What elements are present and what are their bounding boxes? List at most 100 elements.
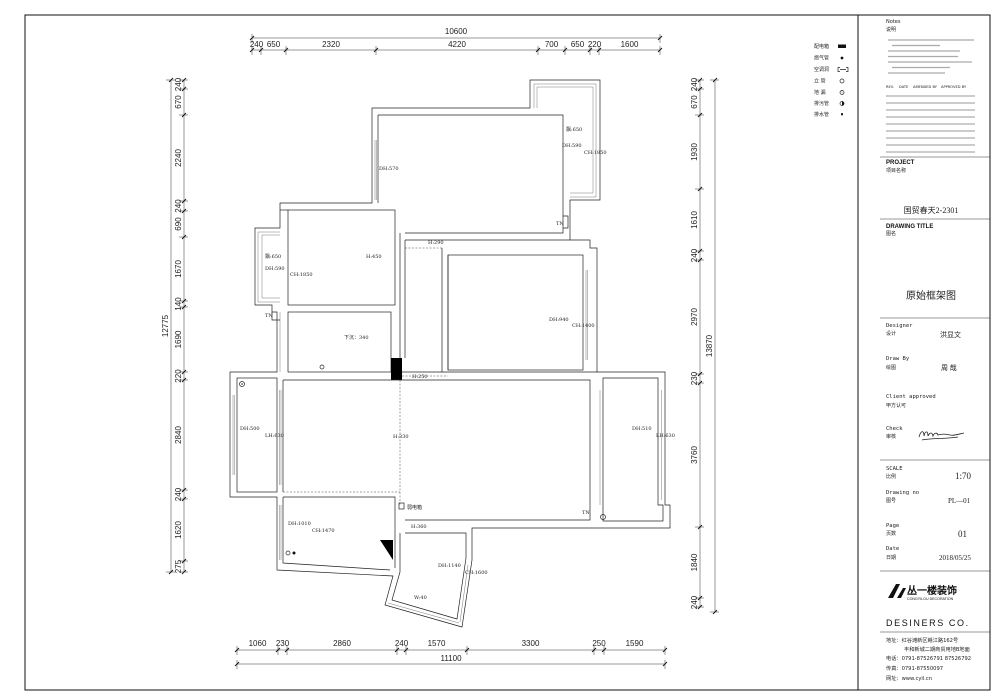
corridor-walls — [399, 233, 570, 372]
gas-pipe-icon — [840, 56, 844, 60]
dim-top-label: 650 — [267, 40, 281, 49]
draw-by-name: 周 哉 — [941, 363, 957, 372]
ceiling-height-label: CH:1400 — [572, 323, 595, 329]
dim-left-label: 140 — [174, 297, 183, 311]
legend-label: 燃气管 — [814, 55, 829, 62]
dim-top-tick — [373, 47, 379, 53]
dim-left-label: 1620 — [174, 521, 183, 539]
dim-left-label: 275 — [174, 559, 183, 573]
dim-right-label: 240 — [690, 77, 699, 91]
dim-right-tick — [697, 380, 703, 386]
revision-header: REV. — [886, 85, 894, 89]
dim-left-tick — [181, 198, 187, 204]
floor-drain-icon — [241, 383, 243, 385]
second-bedroom — [287, 209, 396, 306]
dim-right-tick — [697, 595, 703, 601]
dim-right-label: 2970 — [690, 308, 699, 326]
dim-left-tick — [181, 558, 187, 564]
ceiling-height-label: CH:1850 — [584, 150, 607, 156]
dim-right-total-tick — [712, 77, 718, 83]
dim-right-tick — [697, 248, 703, 254]
dim-right-tick — [697, 77, 703, 83]
legend-label: 排水管 — [814, 111, 829, 118]
dim-bottom-label: 1570 — [428, 639, 446, 648]
weak-current-box-label: 弱电箱 — [407, 504, 422, 511]
dim-bottom-total-tick — [234, 661, 240, 667]
right-balcony — [602, 377, 664, 522]
drawing-title-label-cn: 图名 — [886, 230, 896, 237]
ac-hole-icon — [837, 67, 849, 72]
dim-right-label: 670 — [690, 95, 699, 109]
dim-top-total-tick — [657, 35, 663, 41]
legend-label: 配电箱 — [814, 43, 829, 50]
page-label: Page — [886, 523, 899, 529]
dim-top-tick — [535, 47, 541, 53]
dim-top-tick — [596, 47, 602, 53]
riser-pipe-icon — [319, 364, 325, 370]
master-bedroom — [377, 114, 564, 234]
draw-by-label: Draw By — [886, 356, 910, 362]
legend-label: 地 漏 — [814, 89, 826, 96]
window-height-label: DH:570 — [379, 166, 399, 172]
sewage-pipe-icon — [842, 101, 844, 106]
dim-bottom-tick — [394, 647, 400, 653]
floor-plan: 飘:650 DH:590 CH:1850 DH:570 TN H:290 飘:6… — [229, 79, 675, 628]
floor-drain-icon — [840, 90, 844, 95]
dim-bottom-tick — [591, 647, 597, 653]
dim-bottom-tick — [234, 647, 240, 653]
client-approved-label-cn: 甲方认可 — [886, 402, 906, 409]
window-height-label: DH:590 — [265, 266, 285, 272]
dim-bottom-total-tick — [662, 661, 668, 667]
date-label-cn: 日期 — [886, 555, 896, 561]
dim-left-label: 2240 — [174, 149, 183, 167]
window-dh940 — [585, 270, 588, 360]
sunken-bathroom — [287, 311, 392, 373]
dim-top-tick — [657, 47, 663, 53]
dim-left-label: 240 — [174, 199, 183, 213]
window-height-label: DH:510 — [632, 426, 652, 432]
tn-label: TN — [556, 221, 564, 227]
structural-column — [391, 358, 402, 380]
dim-bottom-tick — [275, 647, 281, 653]
window-dh500 — [232, 395, 235, 475]
client-approved-label: Client approved — [886, 394, 936, 400]
wall-width-label: W:40 — [414, 595, 427, 601]
project-label: PROJECT — [886, 160, 915, 166]
dim-left-tick — [181, 487, 187, 493]
company-address-line2: 丰和新城二期商贸用地B地面 — [904, 645, 970, 653]
dim-left-label: 1670 — [174, 260, 183, 278]
dim-right-label: 230 — [690, 371, 699, 385]
notes-title: Notes — [886, 19, 901, 25]
beam-height-label: H:330 — [393, 434, 409, 440]
dim-bottom-tick — [403, 647, 409, 653]
company-logo-name: 丛一楼装饰 — [907, 584, 957, 597]
designer-label-cn: 设计 — [886, 330, 896, 337]
company-logo-icon — [888, 584, 906, 598]
legend-label: 排污管 — [814, 100, 829, 107]
bay-depth-label: 飘:650 — [566, 127, 582, 133]
revision-header: DATE — [899, 85, 909, 89]
check-label-cn: 审核 — [886, 433, 896, 440]
dim-right-label: 240 — [690, 248, 699, 262]
ceiling-height-label: CH:1470 — [312, 528, 335, 534]
dim-left-total-tick — [168, 77, 174, 83]
designer-label: Designer — [886, 323, 913, 329]
window-height-label: DH:590 — [562, 143, 582, 149]
dim-bottom-total-label: 11100 — [440, 654, 462, 663]
dim-left-tick — [181, 112, 187, 118]
dim-bottom-label: 3300 — [522, 639, 540, 648]
drawing-no-label-cn: 图号 — [886, 498, 896, 504]
dim-bottom-label: 240 — [395, 639, 409, 648]
dim-bottom-tick — [662, 647, 668, 653]
dim-right-label: 1930 — [690, 143, 699, 161]
page-label-cn: 页数 — [886, 530, 896, 537]
dim-left-tick — [181, 86, 187, 92]
dim-top-label: 2320 — [322, 40, 340, 49]
dim-bottom-tick — [464, 647, 470, 653]
dim-top-tick — [249, 47, 255, 53]
bay-depth-label: 飘:650 — [265, 254, 281, 260]
scale-label-cn: 比例 — [886, 473, 896, 480]
top-bay-window — [533, 83, 597, 198]
